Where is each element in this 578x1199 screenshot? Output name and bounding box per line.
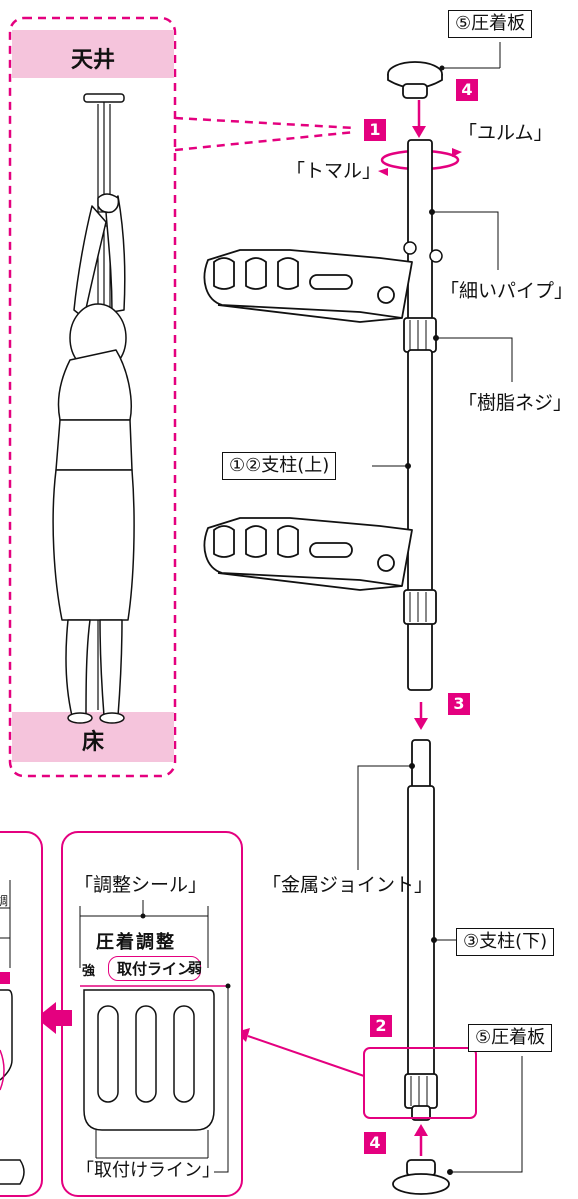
lower-arm [203, 517, 413, 591]
ceiling-label: 天井 [70, 48, 115, 73]
upper-pole [403, 139, 443, 691]
step-4-top-badge: 4 [456, 79, 478, 101]
lower-pole [404, 739, 438, 1121]
lower-pole-label: ③支柱(下) [456, 928, 555, 956]
pressure-plate-top-label: ⑤圧着板 [448, 10, 533, 38]
upper-pole-label: ①②支柱(上) [222, 452, 337, 480]
yurumu-label: 「ユルム」 [458, 122, 553, 144]
seal-title: 圧着調整 [96, 932, 176, 953]
seal-weak: 弱 [188, 961, 202, 977]
step-3-badge: 3 [448, 693, 470, 715]
step-4-bottom-badge: 4 [364, 1132, 386, 1154]
tomaru-label: 「トマル」 [286, 160, 382, 182]
seal-strong: 強 [82, 964, 96, 979]
left-partial-char: 調 [0, 894, 9, 908]
bottom-pressure-plate [392, 1159, 450, 1195]
step-2-badge: 2 [370, 1015, 392, 1037]
metal-joint-label: 「金属ジョイント」 [262, 874, 434, 896]
mount-line-label: 「取付けライン」 [76, 1160, 220, 1181]
pressure-plate-bottom-label: ⑤圧着板 [468, 1024, 553, 1052]
upper-arm [203, 249, 413, 323]
resin-screw-label: 「樹脂ネジ」 [458, 392, 573, 414]
left-partial-panel [0, 831, 43, 1197]
floor-label: 床 [81, 730, 104, 755]
adjust-seal-label: 「調整シール」 [74, 874, 208, 896]
inset-installation-figure [8, 16, 356, 778]
top-pressure-plate [387, 42, 501, 99]
seal-mount-line: 取付ライン [108, 956, 202, 981]
thin-pipe-label: 「細いパイプ」 [440, 280, 574, 302]
step-1-badge: 1 [364, 119, 386, 141]
